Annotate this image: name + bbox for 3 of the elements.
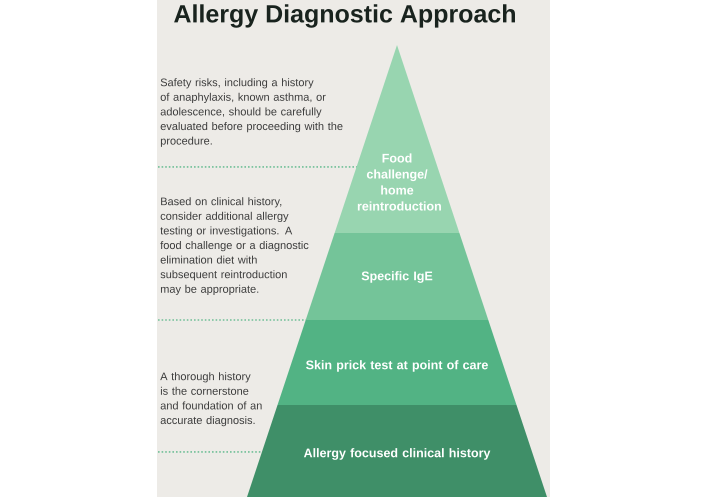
note-text: Based on clinical history, consider additional allergy testing or investigations. A food challenge or a diagnostic elimination diet with subsequent reintroduction may be appropriate. bbox=[160, 197, 308, 296]
title: Allergy Diagnostic Approach bbox=[174, 4, 515, 28]
pyramid-layer: Skin prick test at point of care bbox=[278, 320, 516, 405]
